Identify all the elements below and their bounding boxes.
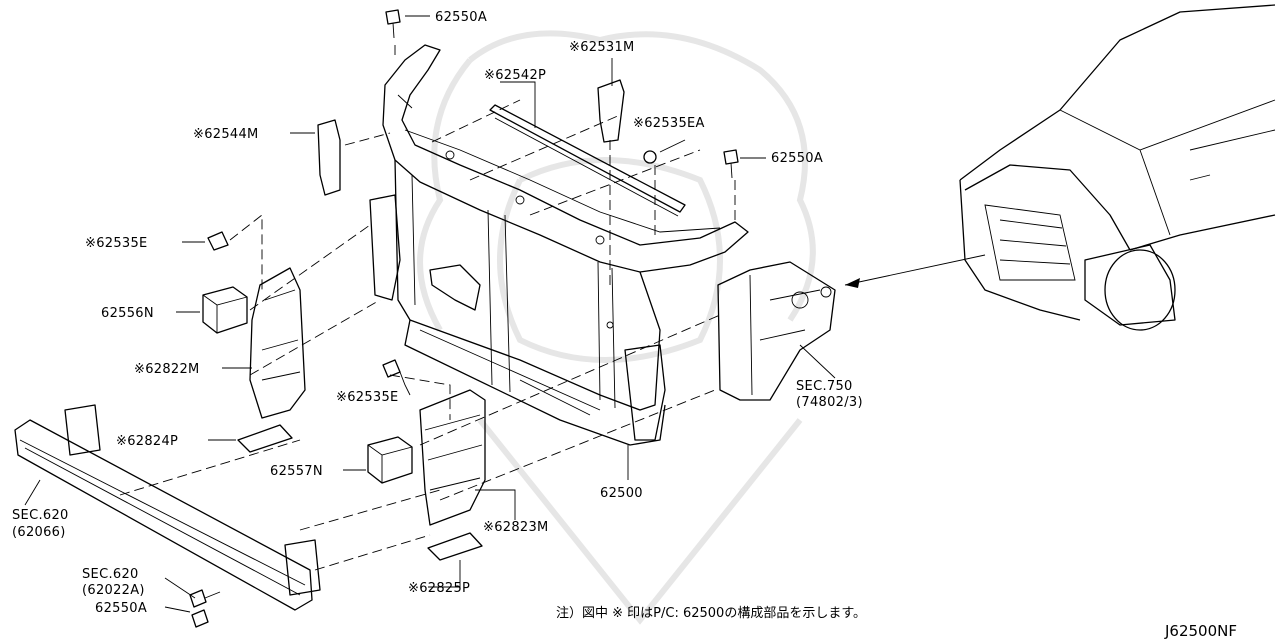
air-guide-62822m (249, 267, 306, 419)
label-62557n: 62557N (270, 464, 323, 479)
block-62556n (202, 286, 248, 334)
footnote: 注）図中 ※ 印はP/C: 62500の構成部品を示します。 (556, 606, 866, 621)
bolt-62550a-bottom (189, 589, 221, 628)
seal-62825p (427, 532, 483, 561)
radiator-core-support (369, 44, 749, 446)
label-62550a-right: 62550A (771, 151, 823, 166)
label-62822m: ※62822M (134, 362, 200, 377)
label-62825p: ※62825P (408, 581, 470, 596)
label-62550a-bottom: 62550A (95, 601, 147, 616)
bolt-62550a-right (723, 149, 739, 179)
callout-arrow (844, 254, 986, 288)
label-sec620-b-ref: (62022A) (82, 583, 145, 598)
label-62500: 62500 (600, 486, 643, 501)
label-sec620-b: SEC.620 (82, 567, 139, 582)
label-62823m: ※62823M (483, 520, 549, 535)
label-62550a-top: 62550A (435, 10, 487, 25)
label-62556n: 62556N (101, 306, 154, 321)
label-62535ea: ※62535EA (633, 116, 705, 131)
bumper-reinforcement (14, 404, 321, 611)
seal-62824p (237, 424, 293, 453)
label-62535e-left: ※62535E (85, 236, 148, 251)
watermark-emblem (417, 30, 816, 625)
clip-62535e-mid (382, 359, 401, 378)
assembly-lines (119, 45, 736, 571)
diagram-code: J62500NF (1164, 622, 1237, 639)
label-62535e-mid: ※62535E (336, 390, 399, 405)
label-62531m: ※62531M (569, 40, 635, 55)
side-member-sec750 (717, 261, 836, 401)
label-sec750-ref: (74802/3) (796, 395, 863, 410)
label-62542p: ※62542P (484, 68, 546, 83)
label-sec620-a-ref: (62066) (12, 525, 66, 540)
label-62824p: ※62824P (116, 434, 178, 449)
part-labels: 62550A ※62531M ※62542P ※62535EA ※62544M … (12, 10, 863, 616)
label-62544m: ※62544M (193, 127, 259, 142)
clip-62535ea (643, 150, 657, 164)
seal-62544m (317, 119, 341, 196)
air-guide-62823m (419, 389, 486, 526)
clip-62535e-left (207, 231, 229, 251)
vehicle-illustration (959, 4, 1276, 331)
leader-lines (24, 15, 836, 613)
bolt-62550a-top (385, 9, 401, 39)
hood-lock-stay-62542p (489, 104, 686, 217)
block-62557n (367, 436, 413, 484)
seal-62531m (597, 79, 625, 143)
label-sec620-a: SEC.620 (12, 508, 69, 523)
label-sec750: SEC.750 (796, 379, 853, 394)
